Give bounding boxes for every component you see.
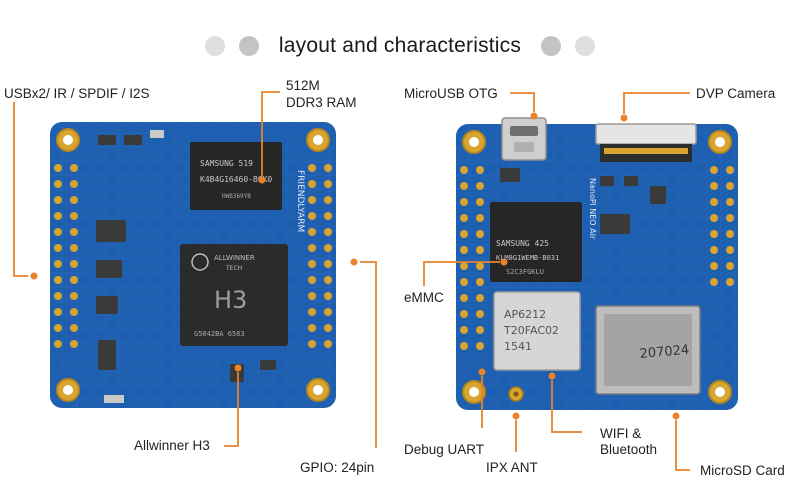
callout-dots xyxy=(30,112,680,420)
soc-code: G5042BA 6583 xyxy=(194,330,245,338)
label-emmc: eMMC xyxy=(404,290,444,305)
microusb-connector xyxy=(501,117,547,161)
decor-dot xyxy=(575,36,596,56)
ram-marking-3: HWB369YB xyxy=(222,193,251,200)
label-usb-interfaces: USBx2/ IR / SPDIF / I2S xyxy=(4,86,150,101)
ram-chip: SAMSUNG 519 K4B4G16460-BCK0 HWB369YB xyxy=(190,142,282,210)
emmc-marking-1: SAMSUNG 425 xyxy=(496,239,549,248)
front-board: SAMSUNG 519 K4B4G16460-BCK0 HWB369YB ALL… xyxy=(50,122,336,408)
board-name: FRIENDLYARM xyxy=(295,170,305,232)
decor-dot xyxy=(238,36,259,56)
decor-dot xyxy=(204,36,225,56)
camera-connector xyxy=(595,123,697,162)
label-microusb: MicroUSB OTG xyxy=(404,86,498,101)
label-microsd: MicroSD Card xyxy=(700,463,785,478)
ram-marking-1: SAMSUNG 519 xyxy=(200,159,253,168)
label-soc: Allwinner H3 xyxy=(134,438,210,453)
front-gpio-pins xyxy=(308,164,332,348)
emmc-marking-2: KLM8G1WEMB-B031 xyxy=(496,254,559,262)
front-left-pins xyxy=(54,164,78,348)
label-wifi-line2: Bluetooth xyxy=(600,442,658,457)
ram-marking-2: K4B4G16460-BCK0 xyxy=(200,175,272,184)
label-debug-uart: Debug UART xyxy=(404,442,485,457)
wifi-marking-2: T20FAC02 xyxy=(503,324,559,337)
emmc-chip: SAMSUNG 425 KLM8G1WEMB-B031 S2C3FGKLU xyxy=(490,202,582,282)
decor-dot xyxy=(541,36,562,56)
label-ram-size: 512M xyxy=(286,78,320,93)
wifi-marking-1: AP6212 xyxy=(504,308,546,321)
label-gpio: GPIO: 24pin xyxy=(300,460,375,475)
label-camera: DVP Camera xyxy=(696,86,776,101)
wifi-marking-3: 1541 xyxy=(504,340,532,353)
back-left-pins xyxy=(460,166,484,350)
soc-brand: ALLWINNER xyxy=(214,254,255,262)
microsd-slot: 207024 xyxy=(595,305,701,395)
back-board: SAMSUNG 425 KLM8G1WEMB-B031 S2C3FGKLU AP… xyxy=(456,117,738,410)
back-right-pins xyxy=(710,166,734,286)
page-title: layout and characteristics xyxy=(278,34,522,57)
label-wifi-line1: WIFI & xyxy=(600,426,642,441)
emmc-marking-3: S2C3FGKLU xyxy=(506,268,544,276)
soc-brand2: TECH xyxy=(225,265,242,272)
title-row: layout and characteristics xyxy=(0,28,800,64)
soc-name: H3 xyxy=(214,286,247,314)
label-ipx-ant: IPX ANT xyxy=(486,460,538,475)
sd-code: 207024 xyxy=(639,343,690,362)
label-ram-type: DDR3 RAM xyxy=(286,95,357,110)
soc-chip: ALLWINNER TECH H3 G5042BA 6583 xyxy=(180,244,288,346)
callout-lines xyxy=(13,91,690,471)
board-name2: NanoPi NEO Air xyxy=(588,178,597,240)
wifi-module: AP6212 T20FAC02 1541 xyxy=(493,291,581,371)
